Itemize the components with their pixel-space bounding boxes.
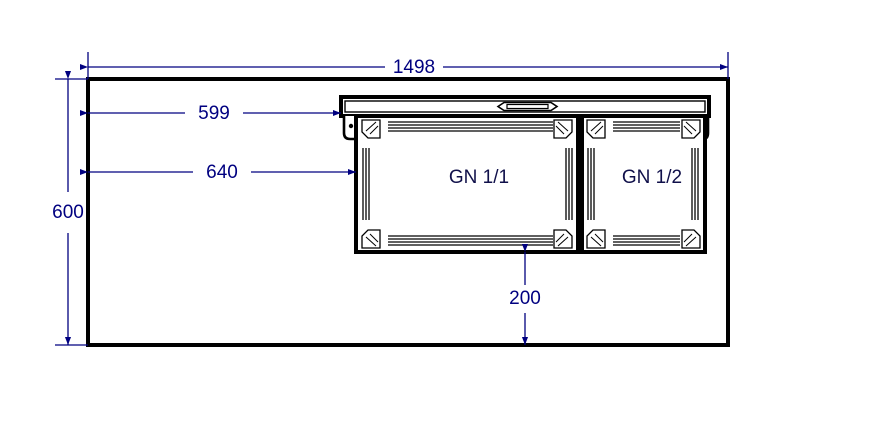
gn-full-corner-br [553,229,573,249]
lid-rail [339,95,711,118]
gn-full-rim-right [565,148,573,220]
gn-half-label: GN 1/2 [622,167,682,188]
gn-half-rim-top [613,121,680,132]
gn-half-corner-tr [681,119,701,139]
gn-half-corner-br [681,229,701,249]
gn-half-corner-tl [586,119,606,139]
dimension-value-600: 600 [52,202,84,223]
gn-full-corner-tl [361,119,381,139]
dimension-offset-to-pan: 640 [79,162,356,183]
lid-handle-icon [496,101,559,112]
gn-full-corner-tr [553,119,573,139]
dimension-overall-width: 1498 [79,52,729,79]
gn-half-rim-left [587,148,595,220]
dimension-value-200: 200 [509,288,541,309]
gn-full-rim-left [362,148,370,220]
gn-half-corner-bl [586,229,606,249]
dimension-overall-depth: 600 [52,70,88,346]
gn-full-pan: GN 1/1 [354,114,580,254]
gn-half-pan-body [580,114,707,254]
countertop-rectangle [86,77,730,347]
dimension-offset-to-lid: 599 [79,103,341,124]
dimension-value-599: 599 [198,103,230,124]
gn-half-rim-bottom [613,235,680,246]
gn-half-pan: GN 1/2 [580,114,707,254]
countertop-outline [86,77,730,347]
dimension-value-640: 640 [206,162,238,183]
gn-assembly: GN 1/1 [339,95,711,254]
dimension-rear-clearance: 200 [509,243,541,345]
gn-half-rim-right [691,148,699,220]
gn-full-rim-top [388,121,553,132]
gn-full-label: GN 1/1 [449,167,509,188]
dimension-value-1498: 1498 [393,57,435,78]
gn-full-corner-bl [361,229,381,249]
